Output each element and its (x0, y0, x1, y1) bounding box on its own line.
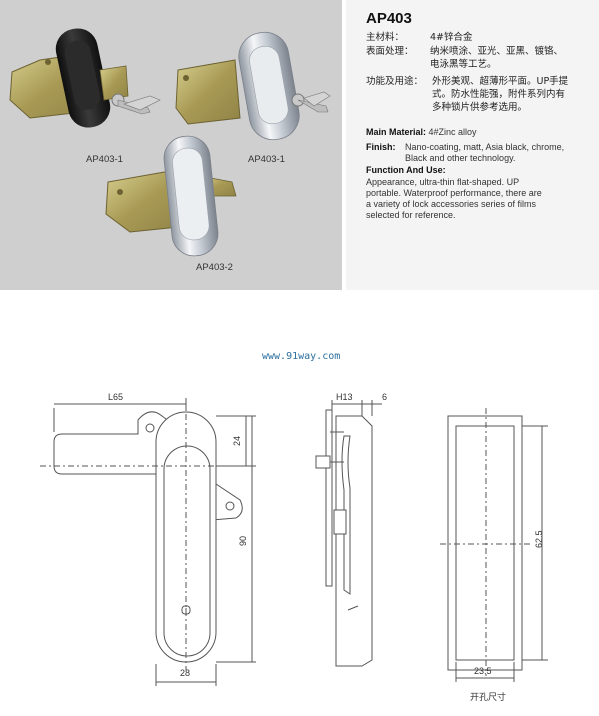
dim-28: 28 (180, 668, 190, 678)
lock-photo-chrome-1 (175, 31, 331, 141)
photo-caption-1: AP403-1 (86, 154, 123, 165)
cn-function-label: 功能及用途： (366, 76, 424, 87)
cn-material-value: 4#锌合金 (430, 32, 473, 43)
en-finish-value-1: Nano-coating, matt, Asia black, chrome, (405, 142, 565, 152)
en-function-value-3: a variety of lock accessories series of … (366, 199, 537, 209)
cn-material-label: 主材料： (366, 32, 405, 43)
en-function-value-1: Appearance, ultra-thin flat-shaped. UP (366, 177, 520, 187)
dim-l65: L65 (108, 392, 123, 402)
en-finish-value-2: Black and other technology. (405, 153, 516, 163)
en-function-value-2: portable. Waterproof performance, there … (366, 188, 542, 198)
front-view (40, 400, 243, 670)
dim-62-5: 62.5 (534, 530, 544, 548)
cn-finish-value-2: 电泳黑等工艺。 (430, 59, 497, 70)
en-function-label-wrap: Function And Use: (366, 165, 446, 176)
spec-panel: AP403 主材料： 4#锌合金 表面处理： 纳米喷涂、亚光、亚黑、镀铬、 电泳… (346, 0, 599, 290)
en-finish-label: Finish: (366, 142, 396, 152)
cn-function-value-1: 外形美观、超薄形平面。UP手提 (432, 76, 569, 87)
side-view (315, 409, 373, 667)
dim-24: 24 (232, 436, 242, 446)
lock-photo-black (9, 28, 161, 128)
en-material-label: Main Material: (366, 127, 427, 137)
dim-h13: H13 (336, 392, 353, 402)
lock-photo-chrome-2 (105, 135, 237, 257)
cn-function-value-2: 式。防水性能强，附件系列内有 (432, 89, 566, 100)
cutout-view (440, 408, 530, 676)
product-photos (9, 28, 331, 257)
model-title: AP403 (366, 10, 412, 27)
en-function-value-4: selected for reference. (366, 210, 456, 220)
cn-finish-value-1: 纳米喷涂、亚光、亚黑、镀铬、 (430, 46, 564, 57)
en-function-label: Function And Use: (366, 165, 446, 175)
cn-function-value-3: 多种锁片供参考选用。 (432, 102, 528, 113)
en-material-row: Main Material: 4#Zinc alloy (366, 127, 477, 138)
photo-caption-2: AP403-1 (248, 154, 285, 165)
website-watermark: www.91way.com (262, 351, 341, 362)
en-finish-label-wrap: Finish: (366, 142, 396, 153)
cutout-size-label: 开孔尺寸 (470, 691, 506, 703)
dim-6: 6 (382, 392, 387, 402)
dim-23-5: 23.5 (474, 666, 492, 676)
en-material-value: 4#Zinc alloy (428, 127, 477, 137)
product-photo-panel: AP403-1 AP403-1 AP403-2 (0, 0, 342, 290)
photo-caption-3: AP403-2 (196, 262, 233, 273)
technical-drawing: L65 24 90 28 H13 6 62.5 23.5 开孔尺寸 (40, 392, 548, 703)
cn-finish-label: 表面处理： (366, 46, 414, 57)
dim-90: 90 (238, 536, 248, 546)
